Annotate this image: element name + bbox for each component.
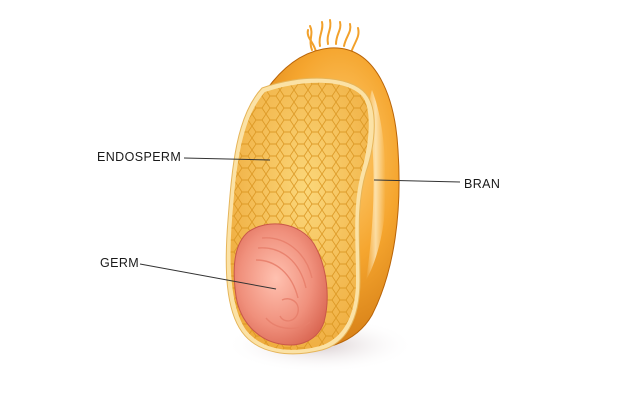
germ-embryo-lines [255,237,313,329]
brush-hairs [306,19,360,53]
germ-label: GERM [100,256,140,270]
endosperm-leader-line [183,157,271,161]
germ-leader-line [139,263,277,290]
bran-highlight [366,90,386,280]
bran-label: BRAN [464,177,501,191]
endosperm-label: ENDOSPERM [97,150,182,164]
germ-body [233,223,328,346]
bran-leader-line [373,179,461,183]
